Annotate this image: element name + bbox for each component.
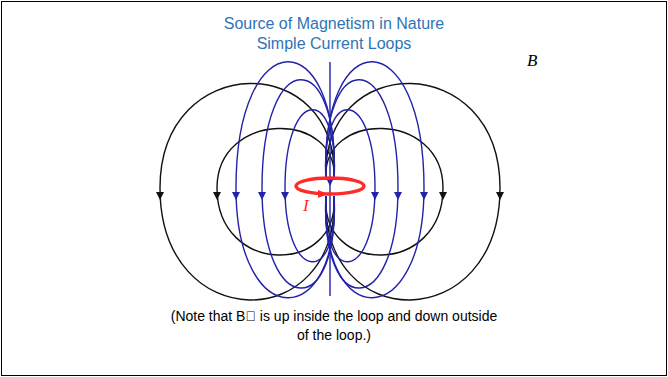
field-label: B⃗: [527, 52, 551, 70]
note-caption: (Note that B⃗ is up inside the loop and …: [168, 307, 501, 345]
current-loop: [296, 178, 364, 194]
slide-title: Source of Magnetism in Nature Simple Cur…: [221, 14, 448, 54]
field-arrowhead: [394, 192, 402, 200]
field-arrowhead: [371, 192, 379, 200]
field-arrowhead: [439, 192, 447, 200]
field-arrowhead: [232, 192, 240, 200]
field-line: [326, 110, 375, 262]
field-arrowhead: [213, 192, 221, 200]
caption-box: (Note that B⃗ is up inside the loop and …: [0, 307, 668, 345]
current-label: I: [303, 197, 309, 215]
field-arrowhead: [258, 192, 266, 200]
title-box: Source of Magnetism in Nature Simple Cur…: [0, 14, 668, 54]
current-arrowhead: [318, 190, 328, 198]
field-arrowhead: [281, 192, 289, 200]
field-arrowhead: [156, 192, 164, 200]
field-arrowhead: [496, 192, 504, 200]
field-arrowhead: [420, 192, 428, 200]
field-line: [285, 110, 334, 262]
